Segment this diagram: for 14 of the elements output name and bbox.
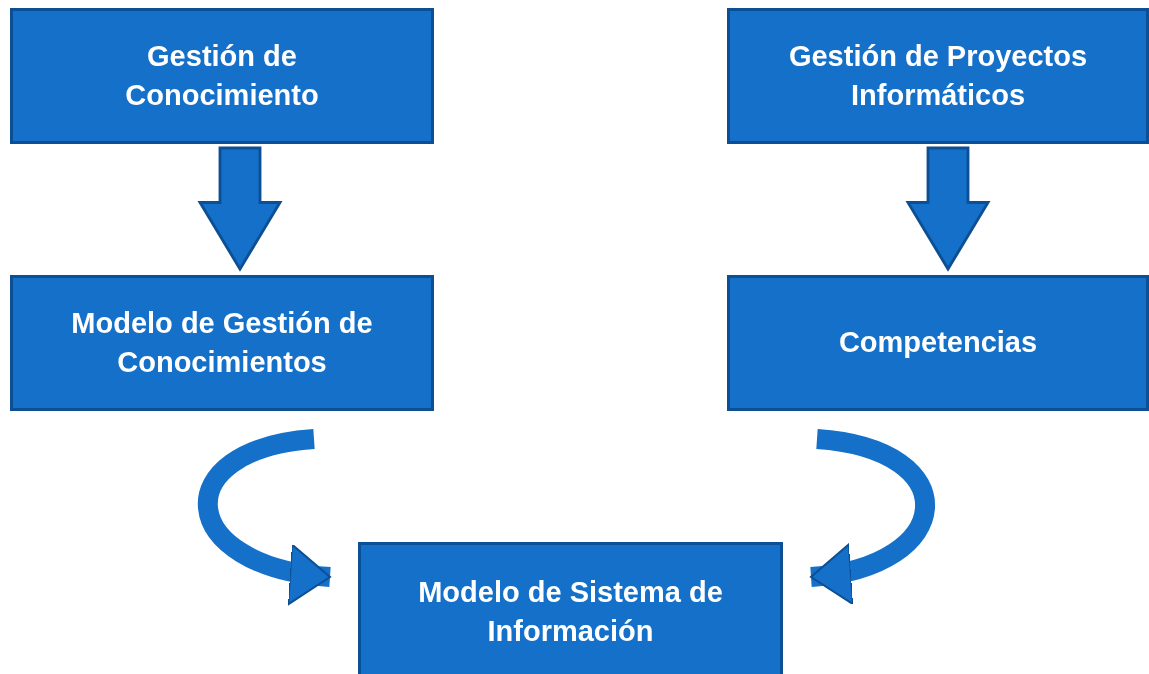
curved-arrow (198, 429, 332, 603)
curved-arrow (809, 429, 935, 603)
box-label: Competencias (838, 325, 1038, 361)
box-label: Gestión de Conocimiento (124, 38, 320, 113)
box-label: Gestión de Proyectos Informáticos (787, 38, 1089, 113)
process-box (10, 8, 434, 144)
box-label: Modelo de Sistema de Información (417, 574, 724, 649)
box-label: Modelo de Gestión de Conocimientos (70, 305, 374, 380)
block-arrow (197, 146, 283, 272)
process-box (727, 275, 1149, 411)
process-box (10, 275, 434, 411)
block-arrow (905, 146, 991, 272)
process-box (727, 8, 1149, 144)
process-box (358, 542, 783, 674)
